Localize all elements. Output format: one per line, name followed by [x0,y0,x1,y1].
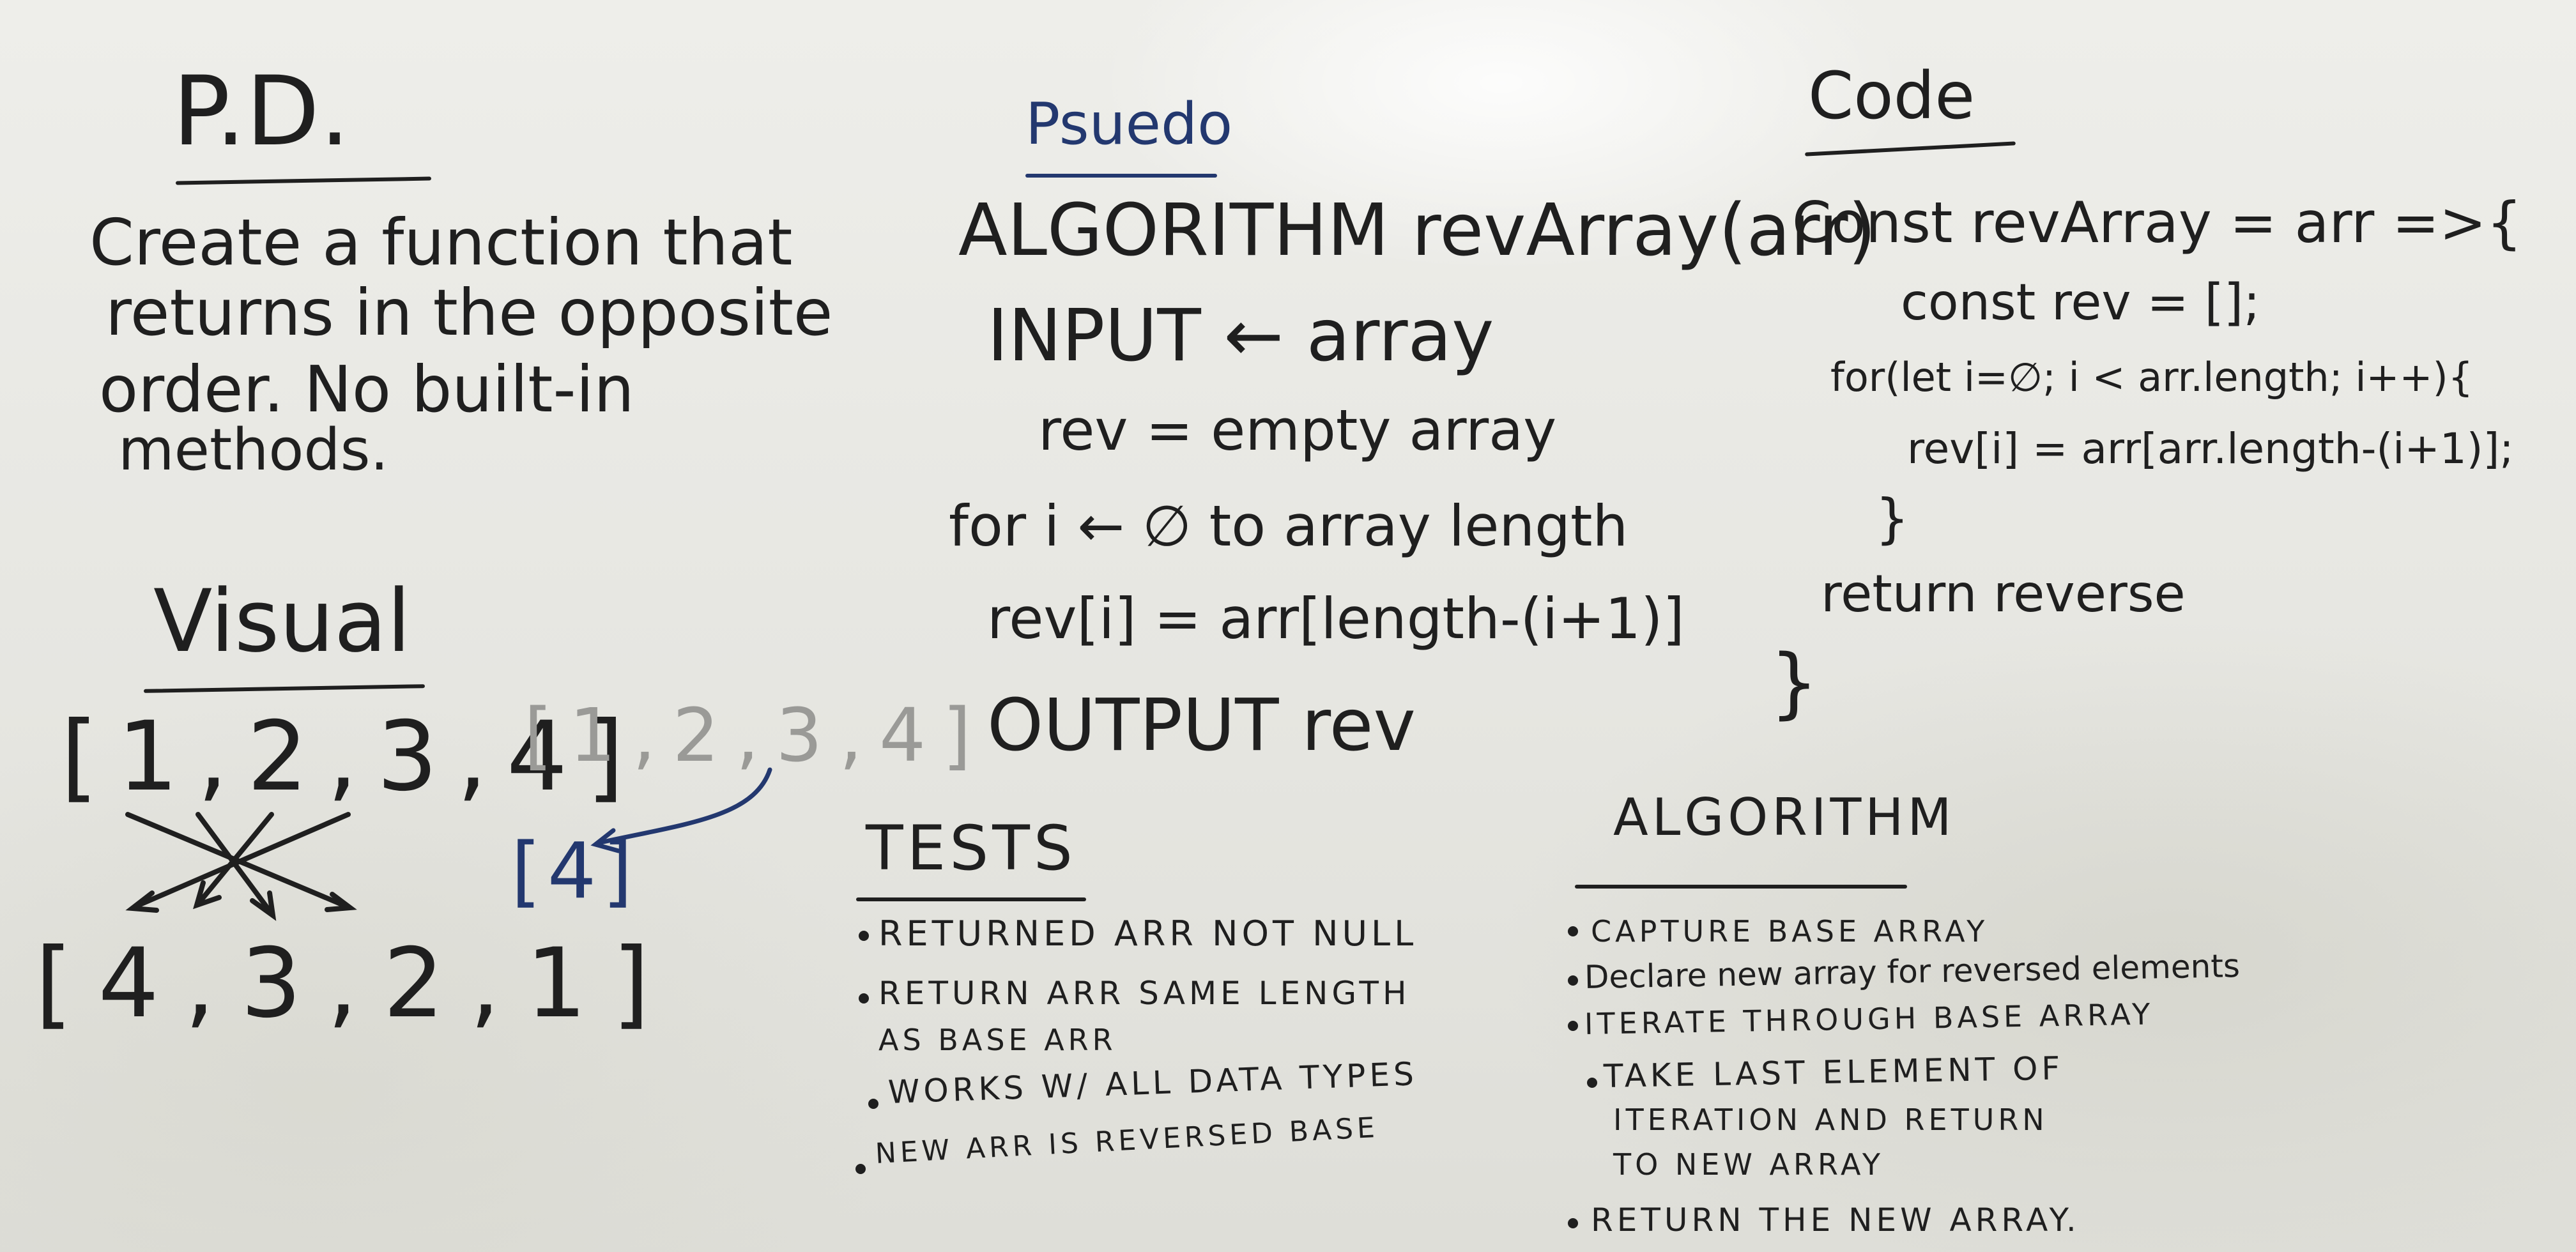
tests-heading-underline [856,897,1086,901]
algorithm-item: Return the new array. [1591,1202,2080,1239]
code-line: } [1770,639,1819,728]
pseudo-line: OUTPUT rev [987,684,1416,767]
pd-heading: P.D. [172,56,350,167]
algorithm-heading-underline [1575,885,1907,889]
pd-line: Create a function that [89,205,793,280]
curved-arrow-icon [590,767,772,853]
algorithm-heading: Algorithm [1613,788,1956,847]
visual-input-array: [1,2,3,4] [61,701,643,813]
code-heading: Code [1808,58,1975,134]
visual-example-array: [1,2,3,4] [524,693,988,779]
tests-bullet [859,993,869,1004]
pd-line: order. No built-in [99,352,634,427]
code-line: Const revArray = arr =>{ [1792,190,2522,256]
algorithm-bullet [1568,926,1578,936]
tests-bullet [855,1164,866,1174]
pseudo-line: rev = empty array [1038,397,1557,463]
pseudo-line: for i ← ∅ to array length [949,493,1629,559]
pseudo-line: INPUT ← array [987,294,1494,378]
algorithm-item: to new array [1613,1147,1885,1182]
pseudo-line: rev[i] = arr[length-(i+1)] [987,586,1685,652]
algorithm-bullet [1568,1218,1578,1228]
algorithm-bullet [1587,1078,1597,1088]
tests-item: as base arr [878,1023,1117,1057]
reversal-arrows-icon [125,812,357,921]
pd-line: returns in the opposite [105,275,833,350]
code-line: return reverse [1821,564,2186,623]
code-line: for(let i=∅; i < arr.length; i++){ [1830,354,2474,401]
tests-item: Return arr same length [878,975,1411,1012]
pseudo-heading-underline [1025,174,1217,178]
code-line: } [1875,487,1910,550]
algorithm-bullet [1568,1021,1578,1031]
algorithm-item: Capture base array [1591,914,1989,949]
tests-heading: Tests [866,813,1077,884]
visual-heading: Visual [153,571,411,671]
algorithm-item: iteration and return [1613,1103,2048,1137]
pseudo-heading: Psuedo [1025,91,1233,158]
tests-bullet [859,931,869,941]
code-line: const rev = []; [1901,274,2260,332]
tests-bullet [868,1099,878,1109]
visual-output-array: [4,3,2,1] [35,928,675,1039]
pd-line: methods. [118,416,389,484]
pseudo-line: ALGORITHM revArray(arr) [958,189,1876,272]
visual-example-result: [4] [511,827,639,916]
tests-item: Returned arr not null [878,913,1418,954]
algorithm-bullet [1568,975,1578,986]
code-line: rev[i] = arr[arr.length-(i+1)]; [1907,424,2514,473]
